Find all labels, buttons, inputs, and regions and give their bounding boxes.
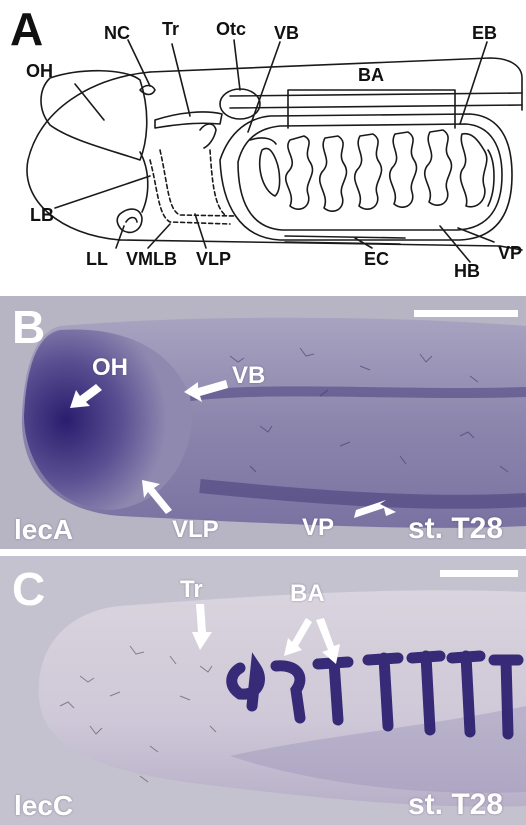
- arrow-label-oh: OH: [92, 356, 128, 380]
- label-hb: HB: [454, 262, 480, 280]
- gene-label: lecA: [14, 516, 73, 544]
- arrow-oh: [70, 384, 102, 408]
- arrow-ba-left: [284, 618, 312, 656]
- arrow-ba-right: [316, 618, 340, 664]
- stage-label: st. T28: [408, 514, 503, 544]
- label-eb: EB: [472, 24, 497, 42]
- embryo-schematic-drawing: [0, 0, 526, 290]
- panel-a-schematic: A OH NC Tr Otc VB EB BA LB LL VMLB VLP E…: [0, 0, 526, 290]
- panel-a-letter: A: [10, 6, 43, 52]
- arrow-vlp: [142, 480, 172, 514]
- panel-c-photo: C Tr BA lecC st. T28: [0, 556, 526, 825]
- arrow-label-vp: VP: [302, 516, 334, 540]
- arrow-label-ba: BA: [290, 582, 325, 606]
- label-ec: EC: [364, 250, 389, 268]
- label-tr: Tr: [162, 20, 179, 38]
- panel-b-photo: B OH VB VLP VP lecA st. T28: [0, 296, 526, 549]
- arrow-tr: [192, 604, 212, 650]
- label-vp: VP: [498, 244, 522, 262]
- label-otc: Otc: [216, 20, 246, 38]
- label-ba: BA: [358, 66, 384, 84]
- gene-label: lecC: [14, 792, 73, 820]
- label-vb: VB: [274, 24, 299, 42]
- arrow-vb: [184, 380, 228, 402]
- label-vmlb: VMLB: [126, 250, 177, 268]
- label-vlp: VLP: [196, 250, 231, 268]
- label-ll: LL: [86, 250, 108, 268]
- panel-c-arrows: [0, 556, 526, 825]
- stage-label: st. T28: [408, 790, 503, 820]
- label-oh: OH: [26, 62, 53, 80]
- arrow-label-tr: Tr: [180, 578, 203, 602]
- arrow-label-vb: VB: [232, 364, 265, 388]
- arrow-label-vlp: VLP: [172, 518, 219, 542]
- label-lb: LB: [30, 206, 54, 224]
- arrow-vp: [354, 500, 396, 518]
- label-nc: NC: [104, 24, 130, 42]
